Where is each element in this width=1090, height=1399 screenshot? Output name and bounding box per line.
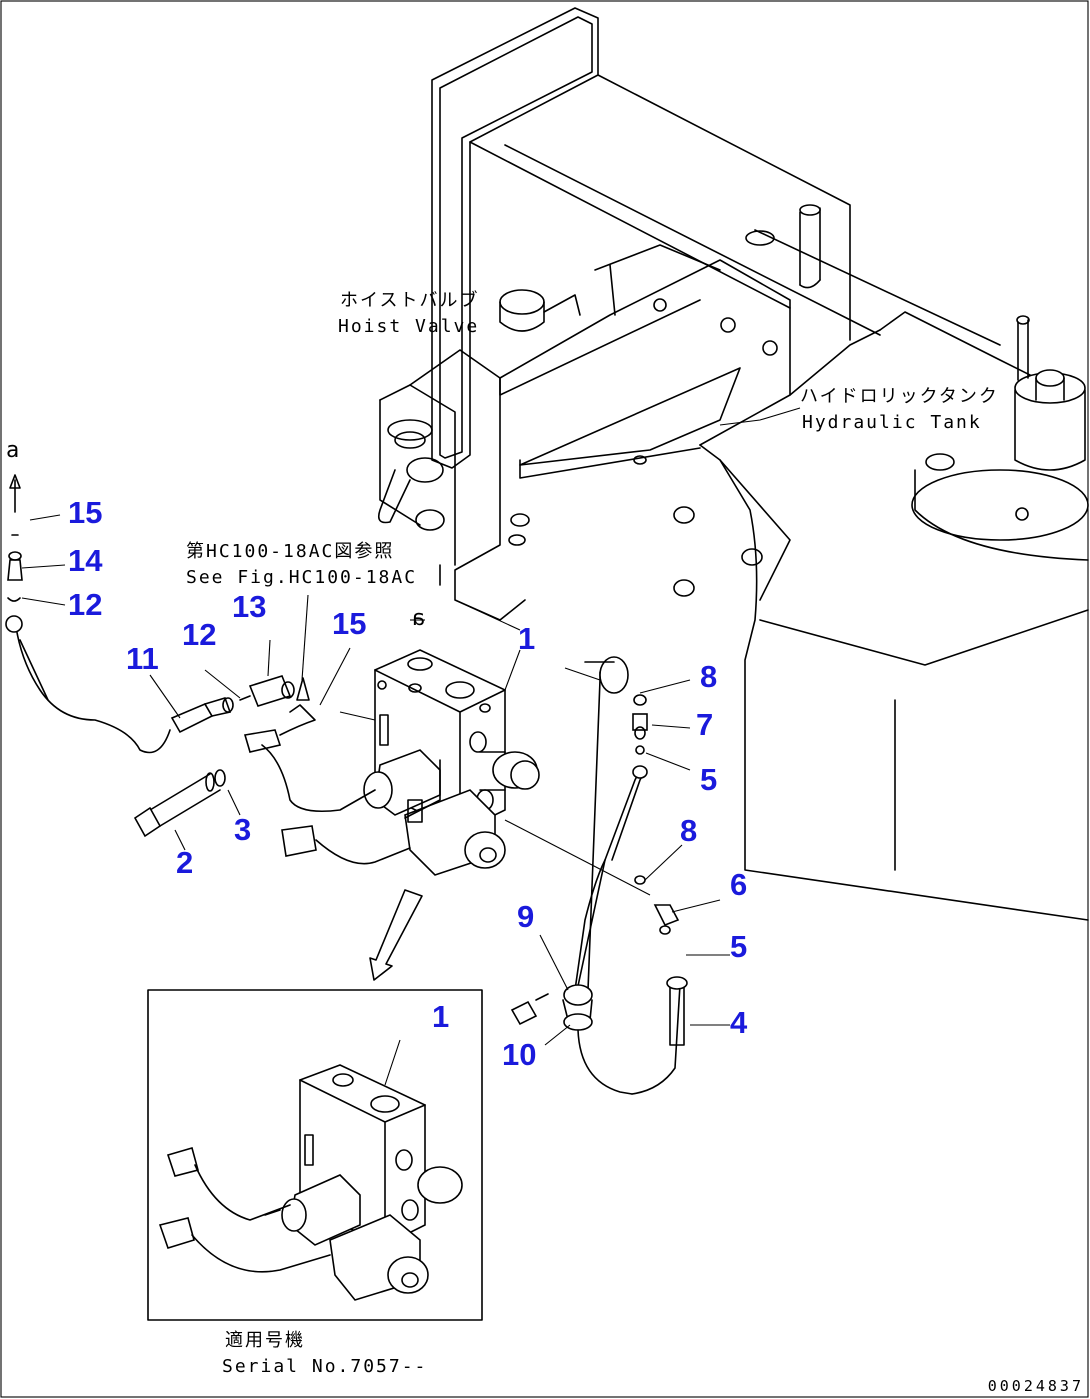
callout-8: 8 (680, 813, 698, 848)
main-valve-assembly (363, 649, 540, 876)
hoist-valve-body (377, 244, 791, 621)
callout-13: 13 (232, 589, 267, 624)
drawing-number: 00024837 (987, 1377, 1084, 1395)
hydraulic-tank (673, 311, 1089, 921)
see-fig-label-jp: 第HC100-18AC図参照 (186, 541, 395, 562)
hose-assembly (510, 656, 688, 1095)
callout-2: 2 (176, 845, 194, 880)
callout-15: 15 (68, 495, 103, 530)
inset-arrow (369, 889, 423, 981)
hoist-valve-label-en: Hoist Valve (338, 316, 480, 337)
axis-line-1 (454, 599, 521, 631)
hydraulic-tank-label-jp: ハイドロリックタンク (800, 386, 999, 407)
callout-12: 12 (182, 617, 217, 652)
callout-12: 12 (68, 587, 103, 622)
callout-8: 8 (700, 659, 718, 694)
serial-label-jp: 適用号機 (225, 1330, 305, 1351)
callout-11: 11 (126, 641, 159, 676)
callout-5: 5 (700, 762, 718, 797)
ref-mark-a-top: a (6, 438, 20, 463)
callout-3: 3 (234, 812, 252, 847)
chassis-frame (431, 7, 1001, 469)
callout-6: 6 (730, 867, 748, 902)
see-fig-leader (301, 594, 309, 681)
axis-line-4 (564, 667, 601, 681)
callout-leaders (21, 514, 730, 1046)
axis-line-2 (339, 711, 376, 721)
callout-7: 7 (696, 707, 714, 742)
serial-label-en: Serial No.7057-- (222, 1356, 428, 1377)
see-fig-label-en: See Fig.HC100-18AC (186, 567, 418, 588)
hydraulic-tank-label-en: Hydraulic Tank (802, 412, 982, 433)
callout-10: 10 (502, 1037, 537, 1072)
ref-mark-a-mid: a (412, 606, 426, 631)
callout-1: 1 (432, 999, 450, 1034)
callout-15: 15 (332, 606, 367, 641)
inset-box (147, 989, 483, 1321)
axis-line-3 (504, 819, 651, 896)
hoist-valve-label-jp: ホイストバルブ (340, 290, 480, 311)
callout-9: 9 (517, 899, 535, 934)
tank-leader (719, 407, 801, 426)
callout-1: 1 (518, 621, 536, 656)
harness-left (5, 474, 411, 865)
callout-14: 14 (68, 543, 103, 578)
callout-4: 4 (730, 1005, 748, 1040)
callout-5: 5 (730, 929, 748, 964)
